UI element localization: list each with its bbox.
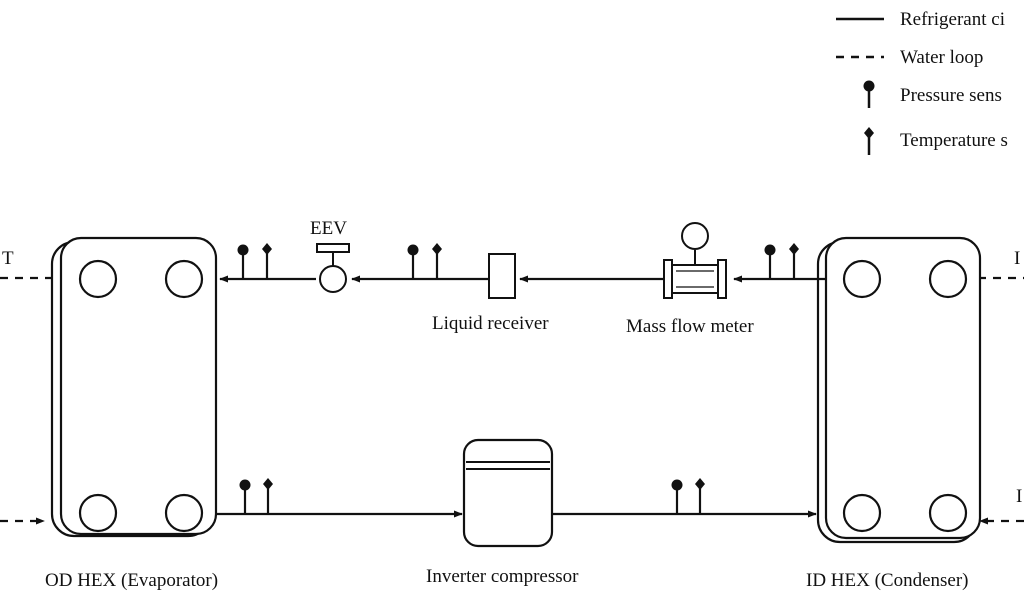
temperature-sensor-icon — [432, 243, 442, 279]
id-hex-port-bottom-left — [842, 493, 882, 533]
temperature-sensor-icon — [262, 243, 272, 279]
id-hex-label: ID HEX (Condenser) — [806, 570, 969, 591]
id-hex-port-top-left — [842, 259, 882, 299]
water-loop-lines: T I I — [0, 248, 1024, 525]
legend-water-label: Water loop — [900, 47, 983, 68]
water-label-right-top: I — [1014, 248, 1020, 269]
eev-valve — [316, 243, 350, 293]
od-hex-port-top-left — [78, 259, 118, 299]
pressure-sensor-icon — [407, 244, 419, 279]
legend-temperature-label: Temperature s — [900, 130, 1008, 151]
water-label-left-top: T — [2, 248, 14, 269]
od-hex-port-bottom-left — [78, 493, 118, 533]
id-hex-condenser — [816, 236, 982, 544]
legend-pressure-sensor-icon — [863, 80, 875, 108]
legend-temperature-sensor-icon — [864, 127, 874, 155]
id-hex-port-bottom-right — [928, 493, 968, 533]
pressure-sensor-icon — [671, 479, 683, 514]
water-label-right-bottom: I — [1016, 486, 1022, 507]
od-hex-label: OD HEX (Evaporator) — [45, 570, 218, 591]
inverter-compressor — [462, 438, 554, 548]
liquid-receiver — [488, 253, 516, 299]
temperature-sensor-icon — [695, 478, 705, 514]
pressure-sensor-icon — [239, 479, 251, 514]
eev-label: EEV — [310, 218, 347, 239]
legend-refrigerant-label: Refrigerant ci — [900, 9, 1005, 30]
compressor-label: Inverter compressor — [426, 566, 579, 587]
mass-flow-meter-gauge-icon — [681, 222, 709, 250]
od-hex-port-bottom-right — [164, 493, 204, 533]
id-hex-port-top-right — [928, 259, 968, 299]
legend: Refrigerant ci Water loop Pressure sens … — [836, 9, 1008, 155]
pressure-sensor-icon — [764, 244, 776, 279]
od-hex-evaporator — [50, 236, 218, 538]
od-hex-port-top-right — [164, 259, 204, 299]
mass-flow-meter — [663, 222, 727, 299]
pressure-sensor-icon — [237, 244, 249, 279]
liquid-receiver-label: Liquid receiver — [432, 313, 549, 334]
legend-pressure-label: Pressure sens — [900, 85, 1002, 106]
mass-flow-meter-label: Mass flow meter — [626, 316, 754, 337]
temperature-sensor-icon — [263, 478, 273, 514]
temperature-sensor-icon — [789, 243, 799, 279]
